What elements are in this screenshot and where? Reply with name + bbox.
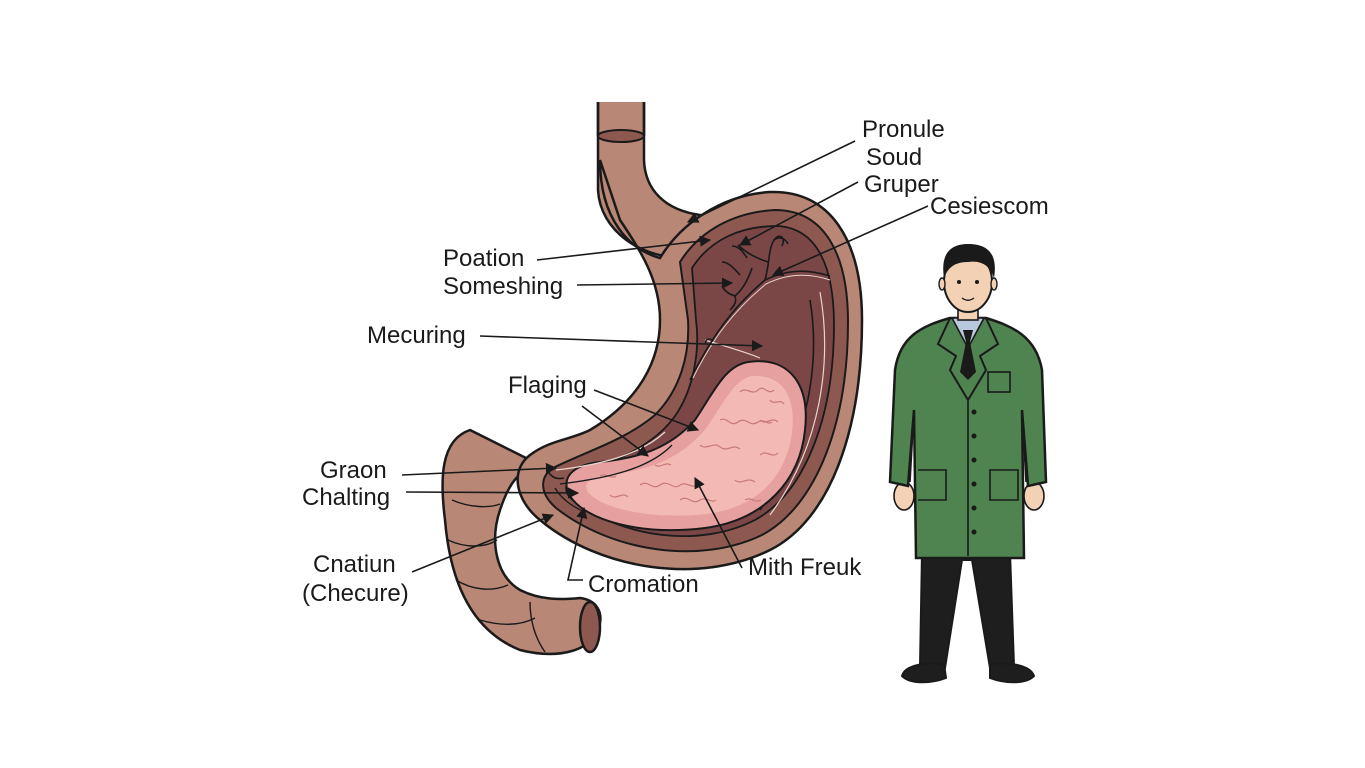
label-poation: Poation (443, 245, 524, 272)
duodenum-opening (580, 602, 600, 652)
label-mecuring: Mecuring (367, 322, 466, 349)
esophagus-opening (598, 130, 644, 142)
left-shoe (902, 663, 946, 682)
doctor-figure (890, 244, 1046, 682)
label-cesiescom: Cesiescom (930, 193, 1049, 220)
trousers (920, 552, 1014, 668)
label-checure: (Checure) (302, 580, 409, 607)
label-soud: Soud (866, 144, 922, 171)
label-pronule: Pronule (862, 116, 945, 143)
label-graon: Graon (320, 457, 387, 484)
label-cnatiun: Cnatiun (313, 551, 396, 578)
leader-chalting (406, 492, 578, 493)
label-mith-freuk: Mith Freuk (748, 554, 862, 581)
label-cromation: Cromation (588, 571, 699, 598)
label-someshing: Someshing (443, 273, 563, 300)
label-gruper: Gruper (864, 171, 939, 198)
label-flaging: Flaging (508, 372, 587, 399)
label-chalting: Chalting (302, 484, 390, 511)
right-shoe (990, 663, 1034, 682)
